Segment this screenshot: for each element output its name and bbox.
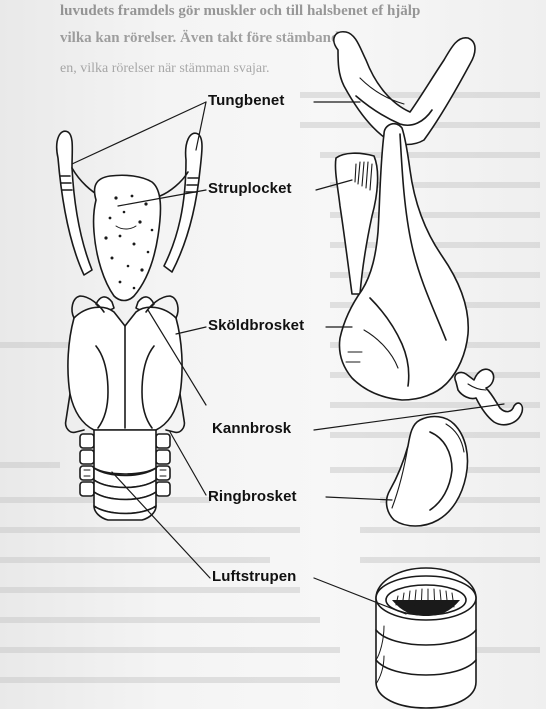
trachea-front <box>94 468 156 520</box>
front-view <box>57 131 202 520</box>
epiglottis-front <box>94 175 161 300</box>
side-ring-stack-left <box>80 434 94 496</box>
side-ring-stack-right <box>156 434 170 496</box>
thyroid-side-exploded <box>335 124 468 400</box>
label-struplocket: Struplocket <box>208 180 292 197</box>
hyoid-bone-exploded <box>334 32 475 145</box>
label-tungbenet: Tungbenet <box>208 92 284 109</box>
label-kannbrosk: Kannbrosk <box>212 420 291 437</box>
hyoid-right-horn <box>164 133 202 272</box>
trachea-exploded <box>376 568 476 708</box>
label-ringbrosket: Ringbrosket <box>208 488 297 505</box>
arytenoid-exploded <box>455 369 522 425</box>
cricoid-exploded <box>387 417 468 526</box>
label-skoldbrosket: Sköldbrosket <box>208 317 304 334</box>
cricoid-front <box>94 430 156 474</box>
hyoid-left-horn <box>57 131 92 275</box>
label-luftstrupen: Luftstrupen <box>212 568 296 585</box>
